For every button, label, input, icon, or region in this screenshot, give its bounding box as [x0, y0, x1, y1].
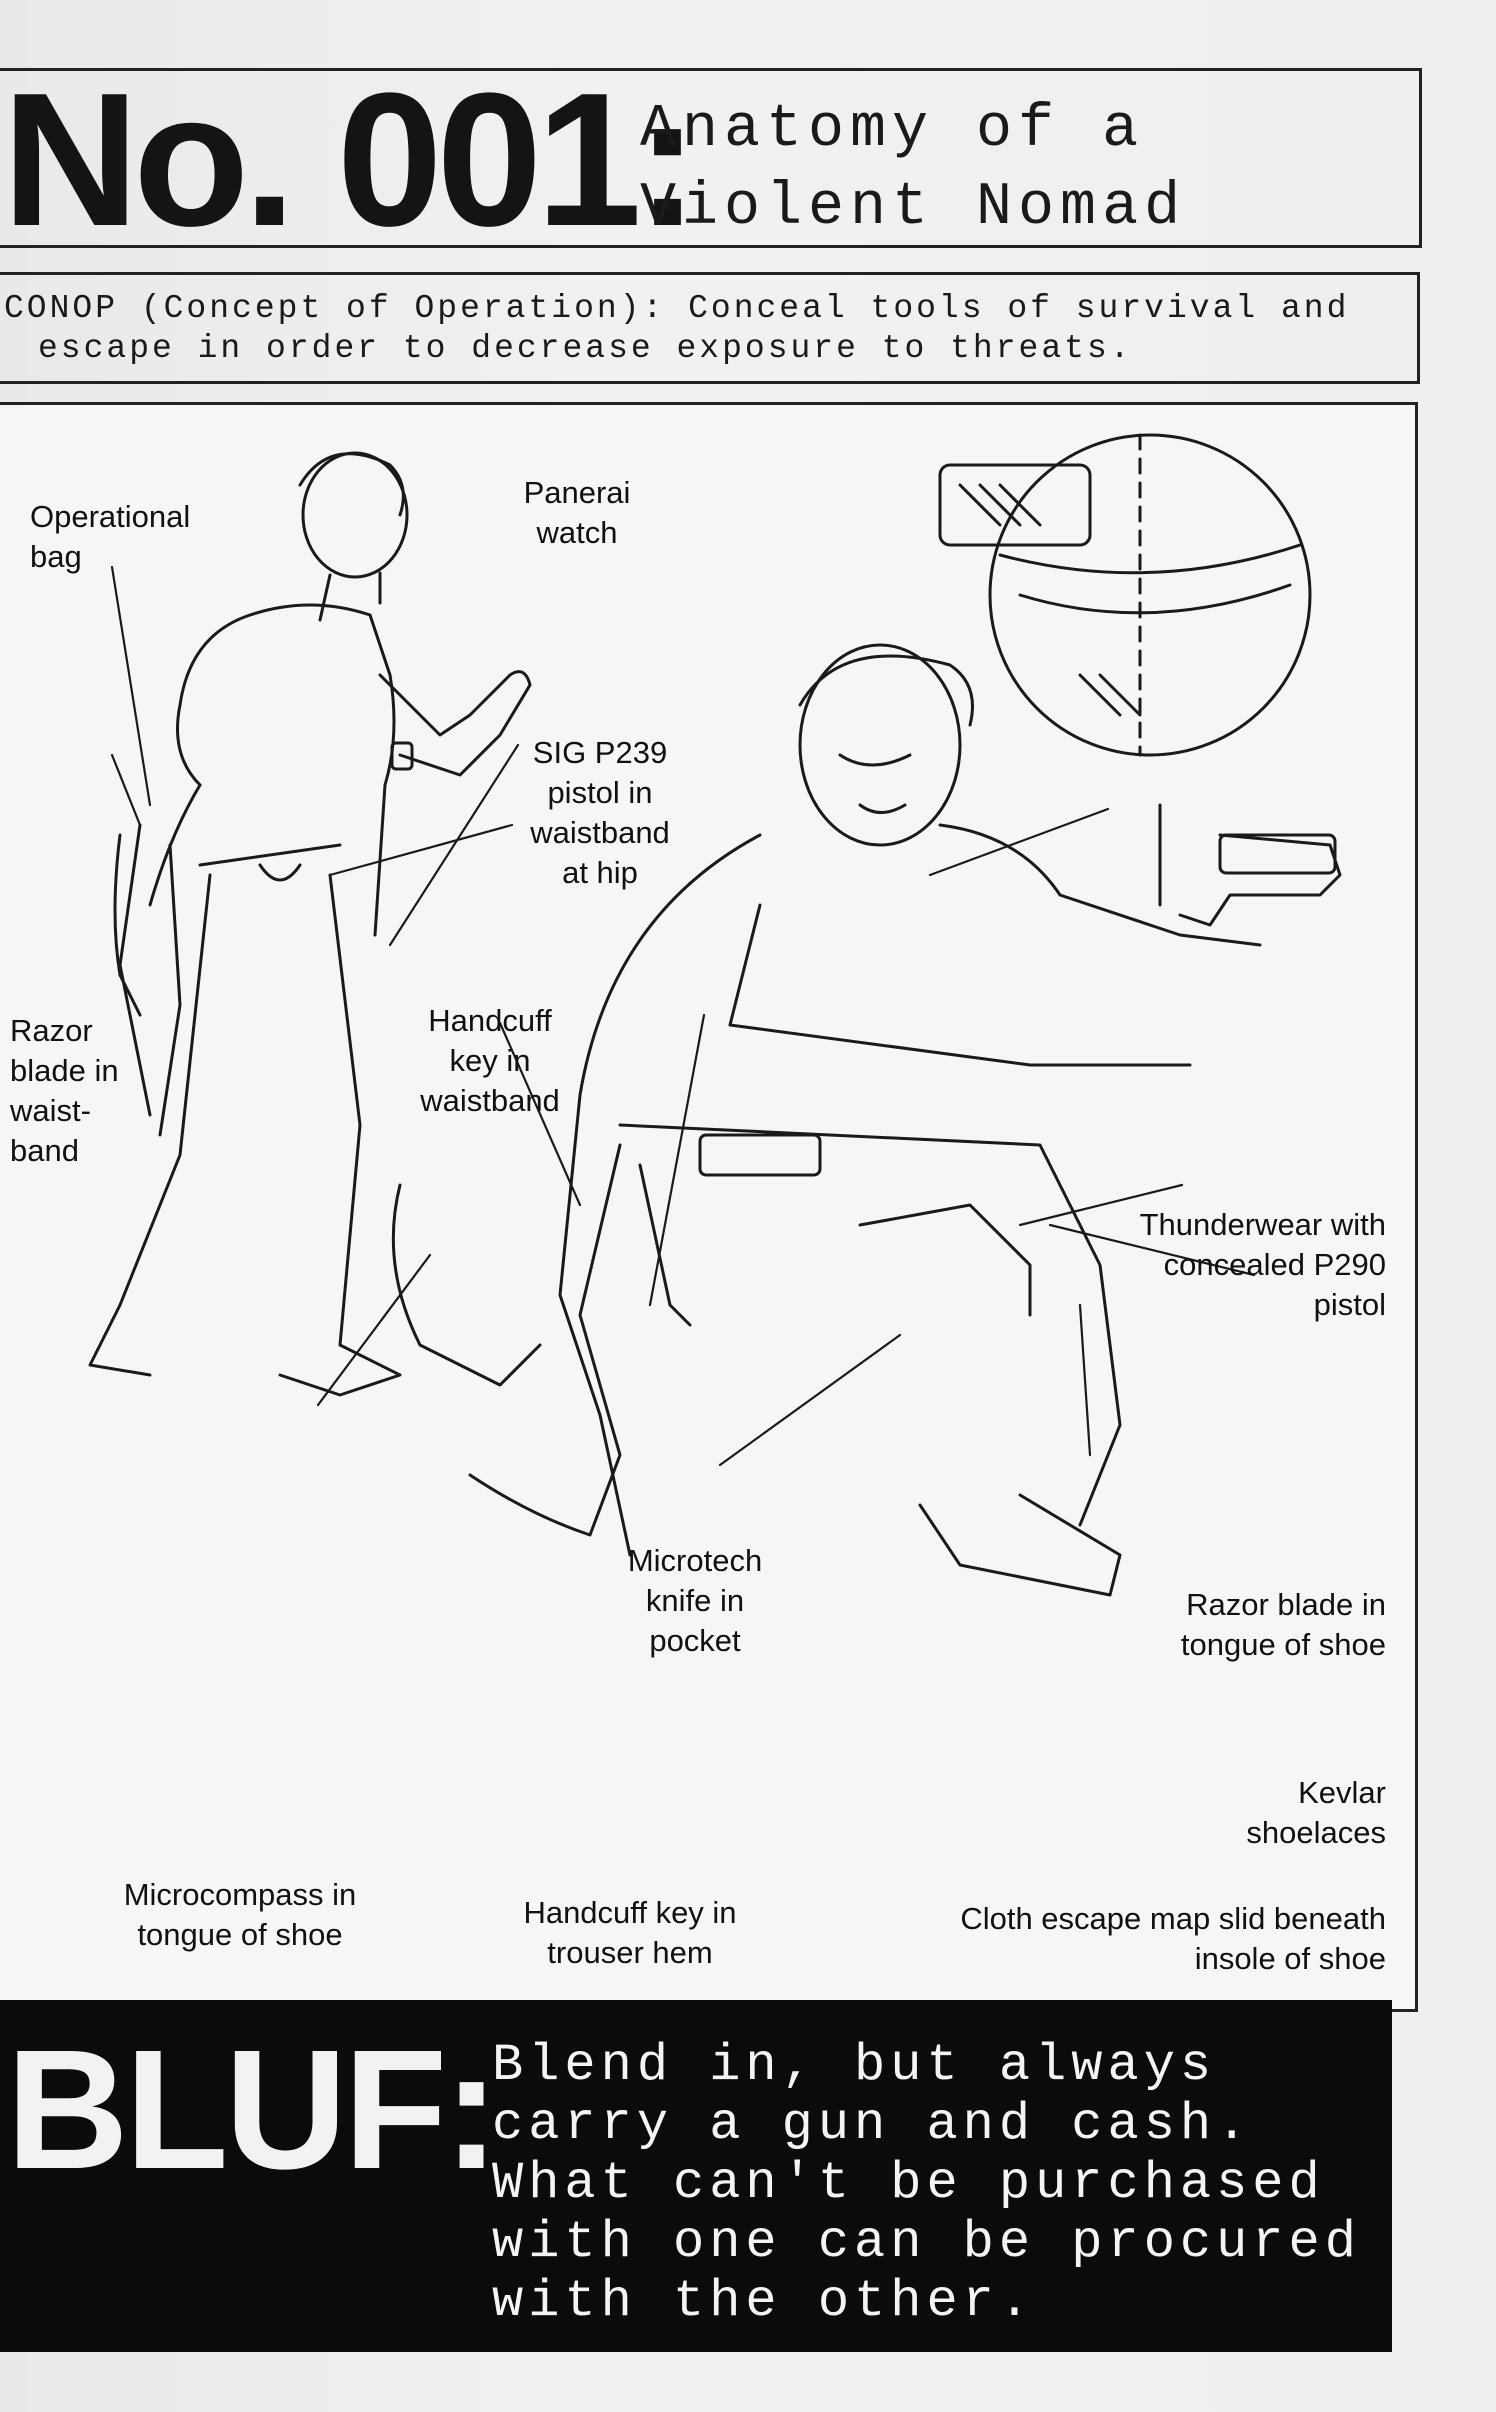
- leader-lines: [110, 565, 1256, 1467]
- conop-line-1: CONOP (Concept of Operation): Conceal to…: [4, 290, 1350, 327]
- label-microcompass: Microcompass in tongue of shoe: [123, 1877, 357, 1952]
- title-subtitle: Anatomy of a Violent Nomad: [640, 91, 1186, 247]
- conop-line-2: escape in order to decrease exposure to …: [38, 330, 1133, 367]
- illustration-panel: Operational bag Panerai watch SIG P239 p…: [0, 402, 1418, 2012]
- conop-text: CONOP (Concept of Operation): Conceal to…: [4, 289, 1404, 369]
- title-line-2: Violent Nomad: [640, 174, 1187, 242]
- title-number: No. 001:: [2, 54, 699, 266]
- standing-figure: [88, 451, 532, 1397]
- gunman-illustration: [88, 433, 1342, 1597]
- title-line-1: Anatomy of a: [640, 96, 1145, 164]
- label-razor-shoe: Razor blade in tongue of shoe: [1180, 1587, 1386, 1662]
- bluf-word: BLUF:: [6, 2015, 500, 2205]
- label-razor-waistband: Razor blade in waist- band: [10, 1013, 119, 1168]
- title-box: No. 001: Anatomy of a Violent Nomad: [0, 54, 1422, 266]
- inset-shoe-detail: [938, 433, 1312, 907]
- label-sig-p239: SIG P239 pistol in waistband at hip: [530, 735, 670, 890]
- label-microtech-knife: Microtech knife in pocket: [627, 1543, 763, 1658]
- label-handcuff-key-waistband: Handcuff key in waistband: [420, 1003, 560, 1118]
- bluf-banner: BLUF: Blend in, but always carry a gun a…: [0, 2000, 1392, 2352]
- bluf-text: Blend in, but always carry a gun and cas…: [492, 2036, 1361, 2331]
- crouching-figure: [391, 643, 1342, 1597]
- label-panerai-watch: Panerai watch: [523, 475, 631, 550]
- conop-box: CONOP (Concept of Operation): Conceal to…: [0, 272, 1420, 384]
- label-thunderwear: Thunderwear with concealed P290 pistol: [1139, 1207, 1386, 1322]
- label-operational-bag: Operational bag: [30, 499, 191, 574]
- label-cloth-map: Cloth escape map slid beneath insole of …: [960, 1901, 1386, 1976]
- label-handcuff-key-hem: Handcuff key in trouser hem: [523, 1895, 737, 1970]
- label-kevlar-shoelaces: Kevlar shoelaces: [1246, 1775, 1386, 1850]
